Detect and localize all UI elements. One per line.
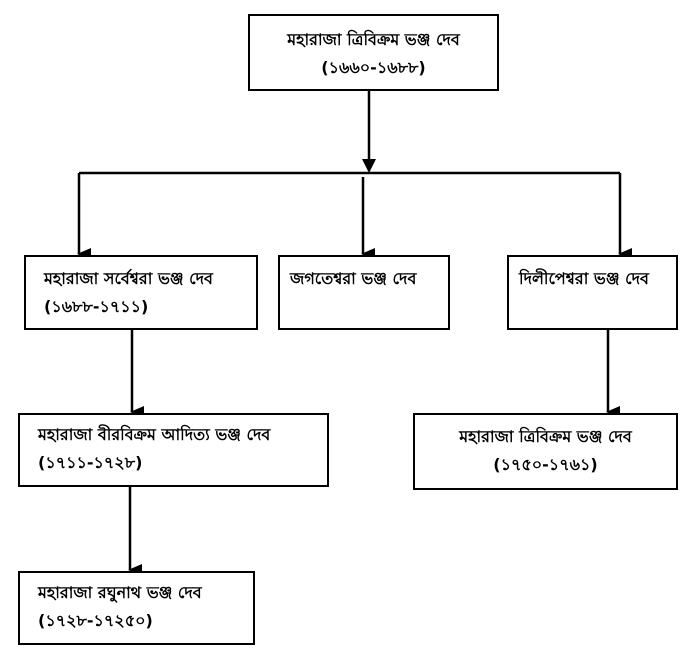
node-birbikram: মহারাজা বীরবিক্রম আদিত্য ভঞ্জ দেব (১৭১১-…: [18, 413, 329, 487]
node-jagateshwara: জগতেশ্বরা ভঞ্জ দেব: [278, 255, 450, 330]
node-years: (১৬৮৮-১৭১১): [44, 297, 149, 316]
arrowhead-root-trunk: [362, 159, 376, 173]
node-dilipeshwara: দিলীপেশ্বরা ভঞ্জ দেব: [507, 255, 678, 330]
node-years: (১৭১১-১৭২৮): [38, 453, 143, 472]
node-name: মহারাজা সর্বেশ্বরা ভঞ্জ দেব: [44, 269, 213, 288]
node-name: মহারাজা ত্রিবিক্রম ভঞ্জ দেব: [459, 427, 632, 446]
node-years: (১৭৫০-১৭৬১): [493, 455, 598, 474]
node-root-tribikram: মহারাজা ত্রিবিক্রম ভঞ্জ দেব (১৬৬০-১৬৮৮): [248, 14, 499, 91]
node-name: মহারাজা বীরবিক্রম আদিত্য ভঞ্জ দেব: [38, 425, 271, 444]
node-name: মহারাজা ত্রিবিক্রম ভঞ্জ দেব: [287, 30, 460, 49]
node-tribikram-2: মহারাজা ত্রিবিক্রম ভঞ্জ দেব (১৭৫০-১৭৬১): [413, 413, 678, 490]
node-years: (১৭২৮-১৭২৫০): [38, 611, 153, 630]
node-name: জগতেশ্বরা ভঞ্জ দেব: [290, 269, 417, 288]
node-years: (১৬৬০-১৬৮৮): [321, 58, 426, 77]
node-name: দিলীপেশ্বরা ভঞ্জ দেব: [519, 269, 649, 288]
node-raghunath: মহারাজা রঘুনাথ ভঞ্জ দেব (১৭২৮-১৭২৫০): [18, 571, 255, 645]
node-name: মহারাজা রঘুনাথ ভঞ্জ দেব: [38, 583, 202, 602]
node-sarveshwara: মহারাজা সর্বেশ্বরা ভঞ্জ দেব (১৬৮৮-১৭১১): [24, 255, 258, 330]
